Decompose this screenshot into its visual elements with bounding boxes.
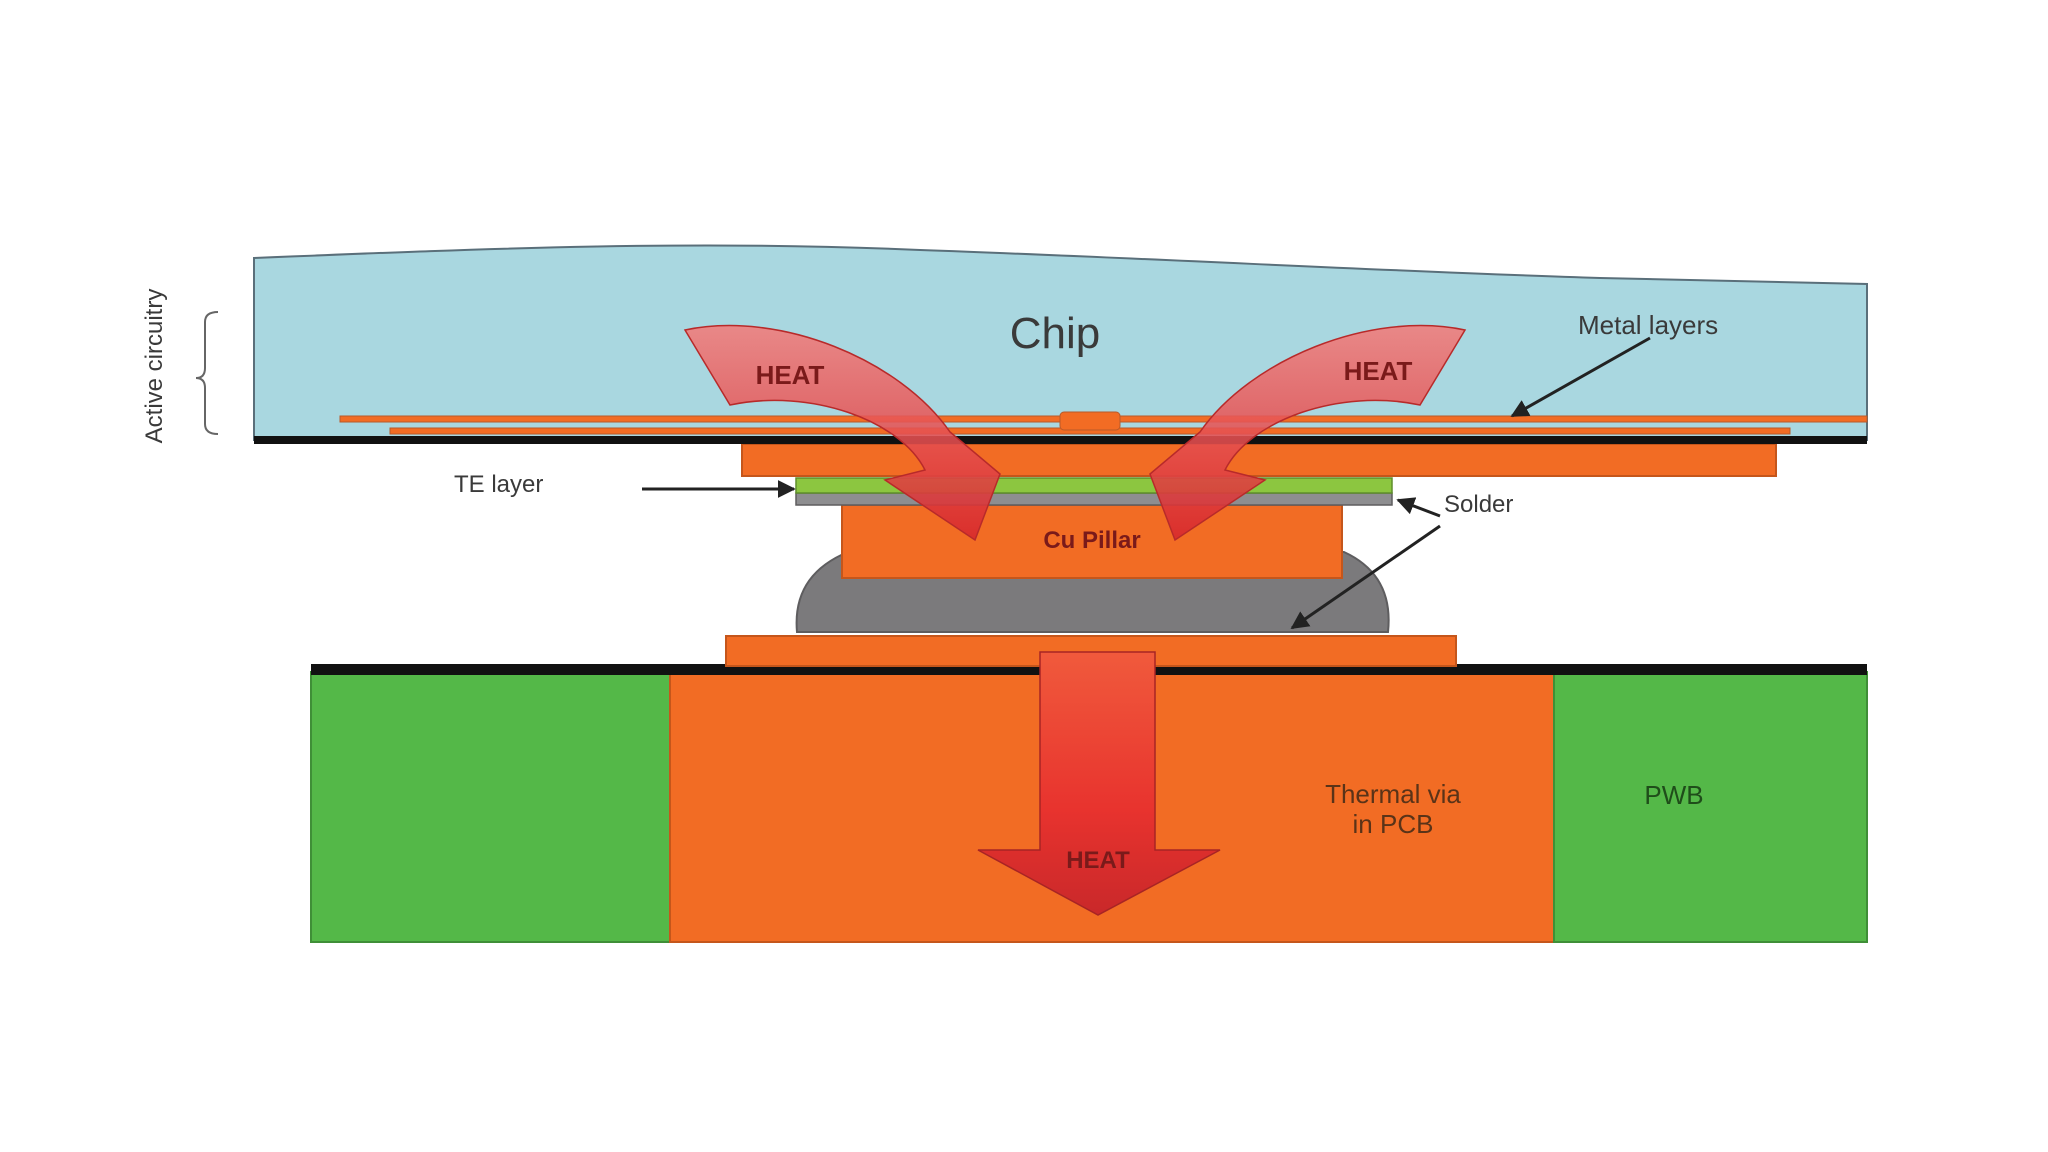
solder-leader-lower [1290,524,1441,630]
solder-thin-layer [795,492,1393,506]
heat-arrow-left [683,324,1001,542]
cu-pillar-label: Cu Pillar [1043,527,1140,554]
chip-pad [741,443,1777,477]
metal-layers-label: Metal layers [1578,310,1718,340]
thermal-via-label-line1: Thermal via [1325,779,1461,809]
solder-leader-upper [1396,497,1441,518]
heat-left-label: HEAT [756,360,825,390]
chip-label: Chip [1010,309,1101,358]
metal-layers-leader [1510,336,1651,418]
pwb-right-region [1553,671,1868,943]
active-circuitry-brace [195,311,219,435]
heat-arrow-down [977,651,1221,916]
cu-pillar [841,504,1343,579]
te-layer-label: TE layer [454,471,543,498]
active-circuitry-label: Active circuitry [141,289,168,444]
chip-body [253,244,1868,441]
chip-bottom-line [254,436,1867,444]
solder-label: Solder [1444,491,1513,518]
pwb-left-region [310,671,671,943]
pwb-label: PWB [1644,780,1703,810]
heat-down-label: HEAT [1066,847,1130,874]
heat-right-label: HEAT [1344,356,1413,386]
metal-bump [1059,411,1121,431]
heat-arrow-right [1149,324,1467,542]
thermal-via-label-line2: in PCB [1353,809,1434,839]
